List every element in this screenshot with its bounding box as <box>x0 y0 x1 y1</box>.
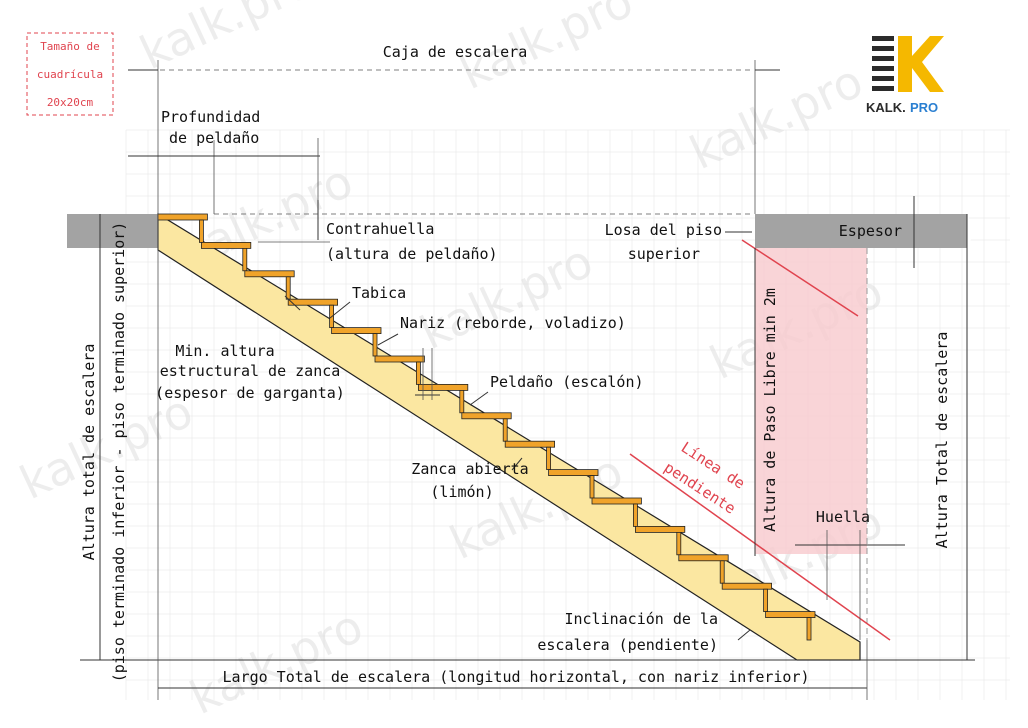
watermark-text: kalk.pro <box>12 384 201 510</box>
step-riser <box>198 219 204 243</box>
incline-label: Inclinación de la <box>564 610 718 628</box>
step-riser <box>589 475 595 499</box>
step-tread <box>765 611 816 618</box>
riser-label-2: (altura de peldaño) <box>326 245 498 263</box>
step-riser <box>719 560 725 584</box>
tread-depth-label-2: de peldaño <box>169 129 259 147</box>
min-height-label-2: estructural de zanca <box>160 362 341 380</box>
slab-label: Losa del piso <box>605 221 722 239</box>
leader-lines <box>329 231 752 641</box>
step-riser <box>502 418 508 442</box>
step-tread <box>548 469 599 477</box>
step-tread <box>331 327 382 335</box>
step-riser <box>763 588 768 613</box>
slab-label-2: superior <box>628 245 700 263</box>
total-height-right-label: Altura Total de escalera <box>933 332 951 549</box>
grid-note-line1: Tamaño de <box>40 40 100 53</box>
grid-size-note: Tamaño de cuadrícula 20x20cm <box>26 32 114 116</box>
upper-floor-slabs <box>67 214 975 248</box>
watermark-text: kalk.pro <box>682 54 871 180</box>
min-height-label: Min. altura <box>175 342 274 360</box>
step-riser <box>415 361 421 385</box>
step-tread <box>504 440 556 448</box>
step-tread <box>157 213 208 221</box>
stringer-label: Zanca abierta <box>411 460 528 478</box>
step-tread <box>461 412 512 420</box>
total-length-label: Largo Total de escalera (longitud horizo… <box>223 668 810 686</box>
total-height-left-label: Altura total de escalera <box>80 344 98 561</box>
step-tread <box>635 526 686 533</box>
step-tread <box>591 497 642 505</box>
step-riser <box>372 333 378 357</box>
logo-text: KALK. <box>866 100 906 115</box>
stringer-label-2: (limón) <box>430 483 493 501</box>
step-tread <box>721 582 773 590</box>
step-tread <box>417 383 469 391</box>
riser-board-label: Tabica <box>352 284 406 302</box>
tread-depth-label: Profundidad <box>161 108 260 126</box>
step-tread <box>244 270 295 278</box>
step-tread <box>287 298 339 306</box>
slope-line <box>629 453 891 641</box>
grid-note-line3: 20x20cm <box>47 96 94 109</box>
incline-label-2: escalera (pendiente) <box>537 636 718 654</box>
headroom-zone <box>755 248 867 554</box>
slope-line-upper <box>741 239 859 317</box>
step-riser <box>285 276 291 300</box>
nosing-label: Nariz (reborde, voladizo) <box>400 314 626 332</box>
step-tread <box>678 554 729 562</box>
step-riser <box>676 532 682 556</box>
step-tread <box>374 355 425 363</box>
dimension-lines <box>99 60 968 700</box>
watermark-text: kalk.pro <box>132 0 321 80</box>
logo-text-pro: PRO <box>910 100 938 115</box>
headroom-label: Altura de Paso Libre min 2m <box>761 288 779 532</box>
step-riser <box>242 247 248 272</box>
min-height-label-3: (espesor de garganta) <box>155 384 345 402</box>
watermark-text: kalk.pro <box>182 599 371 725</box>
step-riser <box>633 503 638 527</box>
riser-label: Contrahuella <box>326 220 434 238</box>
thickness-label: Espesor <box>839 222 902 240</box>
step-riser <box>459 389 465 414</box>
stair <box>157 212 861 661</box>
tread-label: Huella <box>816 508 870 526</box>
step-label: Peldaño (escalón) <box>490 373 644 391</box>
step-riser <box>806 617 812 641</box>
total-height-left-label-2: (piso terminado inferior - piso terminad… <box>110 222 128 683</box>
grid-note-line2: cuadrícula <box>37 68 103 81</box>
step-riser <box>546 446 551 471</box>
step-tread <box>200 241 252 249</box>
kalkpro-logo: KALK. PRO <box>866 36 944 115</box>
stair-box-label: Caja de escalera <box>383 43 528 61</box>
